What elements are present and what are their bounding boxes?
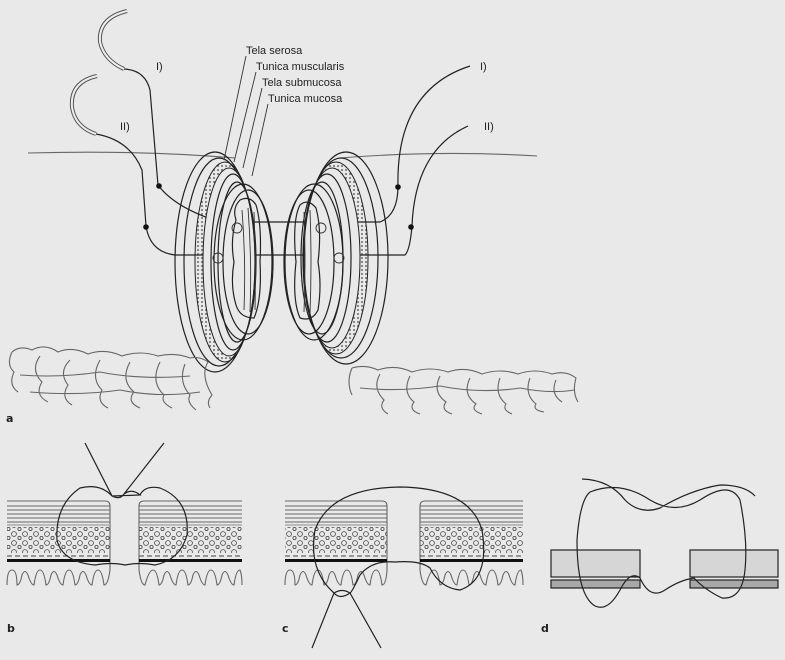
suture-label-left-I: I) [156, 61, 163, 73]
suture-loop [311, 486, 485, 649]
panel-b: b [6, 442, 243, 635]
bowel-wall-right [419, 500, 524, 586]
suture-loop [576, 478, 756, 608]
suture-I [123, 65, 471, 223]
suture-label-right-II: II) [484, 121, 494, 133]
suture-label-right-I: I) [480, 61, 487, 73]
suture-II [95, 125, 469, 256]
serosa-surface-line [27, 151, 538, 159]
panel-a: Tela serosa Tunica muscularis Tela submu… [6, 9, 579, 425]
needle-II-icon [69, 74, 98, 136]
mucosa-strip-right [689, 579, 779, 589]
panel-d: d [541, 478, 779, 635]
suture-label-left-II: II) [120, 121, 130, 133]
layer-label-tela-submucosa: Tela submucosa [262, 77, 342, 89]
left-bowel-stump [174, 151, 274, 373]
suture-knot-dot [395, 184, 401, 190]
suture-knot-dot [408, 224, 414, 230]
layer-label-tunica-mucosa: Tunica mucosa [268, 93, 343, 105]
mucosa-strip-left [550, 579, 641, 589]
needle-I-icon [97, 9, 128, 71]
bowel-wall-left [6, 500, 111, 586]
panel-label-c: c [282, 622, 289, 635]
panel-label-a: a [6, 412, 13, 425]
right-bowel-stump [283, 151, 389, 365]
bowel-block-right [689, 549, 779, 578]
leader-line [223, 55, 269, 177]
bowel-block-left [550, 549, 641, 578]
mesentery-right [348, 365, 579, 415]
mesentery-left [8, 346, 213, 411]
suture-knot-dot [156, 183, 162, 189]
panel-label-b: b [7, 622, 15, 635]
bowel-wall-left [284, 500, 388, 586]
layer-label-tela-serosa: Tela serosa [246, 45, 303, 57]
bowel-wall-right [138, 500, 243, 586]
suture-loop [56, 442, 188, 566]
panel-c: c [282, 486, 524, 649]
suture-knot-dot [143, 224, 149, 230]
layer-label-tunica-muscularis: Tunica muscularis [256, 61, 345, 73]
panel-label-d: d [541, 622, 549, 635]
